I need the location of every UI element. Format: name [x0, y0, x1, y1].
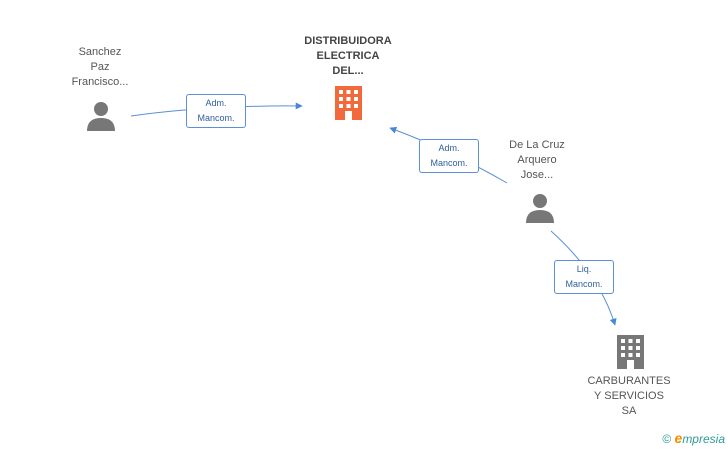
person-sanchez-label[interactable]: Sanchez Paz Francisco...	[50, 45, 150, 90]
building-icon[interactable]	[333, 86, 364, 120]
main-company-label-line: DISTRIBUIDORA	[304, 35, 392, 47]
edge-label-line: Adm.	[438, 143, 460, 153]
main-company-label[interactable]: DISTRIBUIDORA ELECTRICA DEL...	[286, 34, 410, 79]
edge-label-line: Mancom.	[565, 279, 603, 289]
edge-label-sanchez-main[interactable]: Adm. Mancom.	[186, 94, 246, 128]
edge-label-line: Mancom.	[197, 113, 235, 123]
edge-label-line: Liq.	[576, 264, 592, 274]
building-icon[interactable]	[615, 335, 646, 369]
edge-label-delacruz-main[interactable]: Adm. Mancom.	[419, 139, 479, 173]
person-delacruz-label-line: Jose...	[520, 169, 554, 181]
company-carburantes-label-line: CARBURANTES	[587, 375, 671, 387]
company-carburantes-label-line: SA	[621, 405, 637, 417]
edge-label-line: Adm.	[205, 98, 227, 108]
person-sanchez-label-line: Sanchez	[78, 46, 122, 58]
brand-logo-initial: e	[674, 430, 683, 446]
main-company-label-line: ELECTRICA	[316, 50, 380, 62]
company-carburantes-label-line: Y SERVICIOS	[594, 390, 664, 402]
person-delacruz-label-line: De La Cruz	[509, 139, 565, 151]
edge-label-line: Mancom.	[430, 158, 468, 168]
person-sanchez-label-line: Francisco...	[71, 76, 129, 88]
copyright-icon: ©	[662, 432, 672, 446]
person-sanchez-label-line: Paz	[90, 61, 110, 73]
brand-footer: © empresia	[662, 430, 725, 446]
main-company-label-line: DEL...	[332, 65, 364, 77]
person-icon[interactable]	[86, 101, 116, 131]
brand-logo-text: mpresia	[682, 432, 725, 446]
person-delacruz-label[interactable]: De La Cruz Arquero Jose...	[487, 138, 587, 183]
person-delacruz-label-line: Arquero	[517, 154, 557, 166]
person-icon[interactable]	[525, 193, 555, 223]
edge-label-delacruz-carburantes[interactable]: Liq. Mancom.	[554, 260, 614, 294]
company-carburantes-label[interactable]: CARBURANTES Y SERVICIOS SA	[574, 374, 684, 419]
